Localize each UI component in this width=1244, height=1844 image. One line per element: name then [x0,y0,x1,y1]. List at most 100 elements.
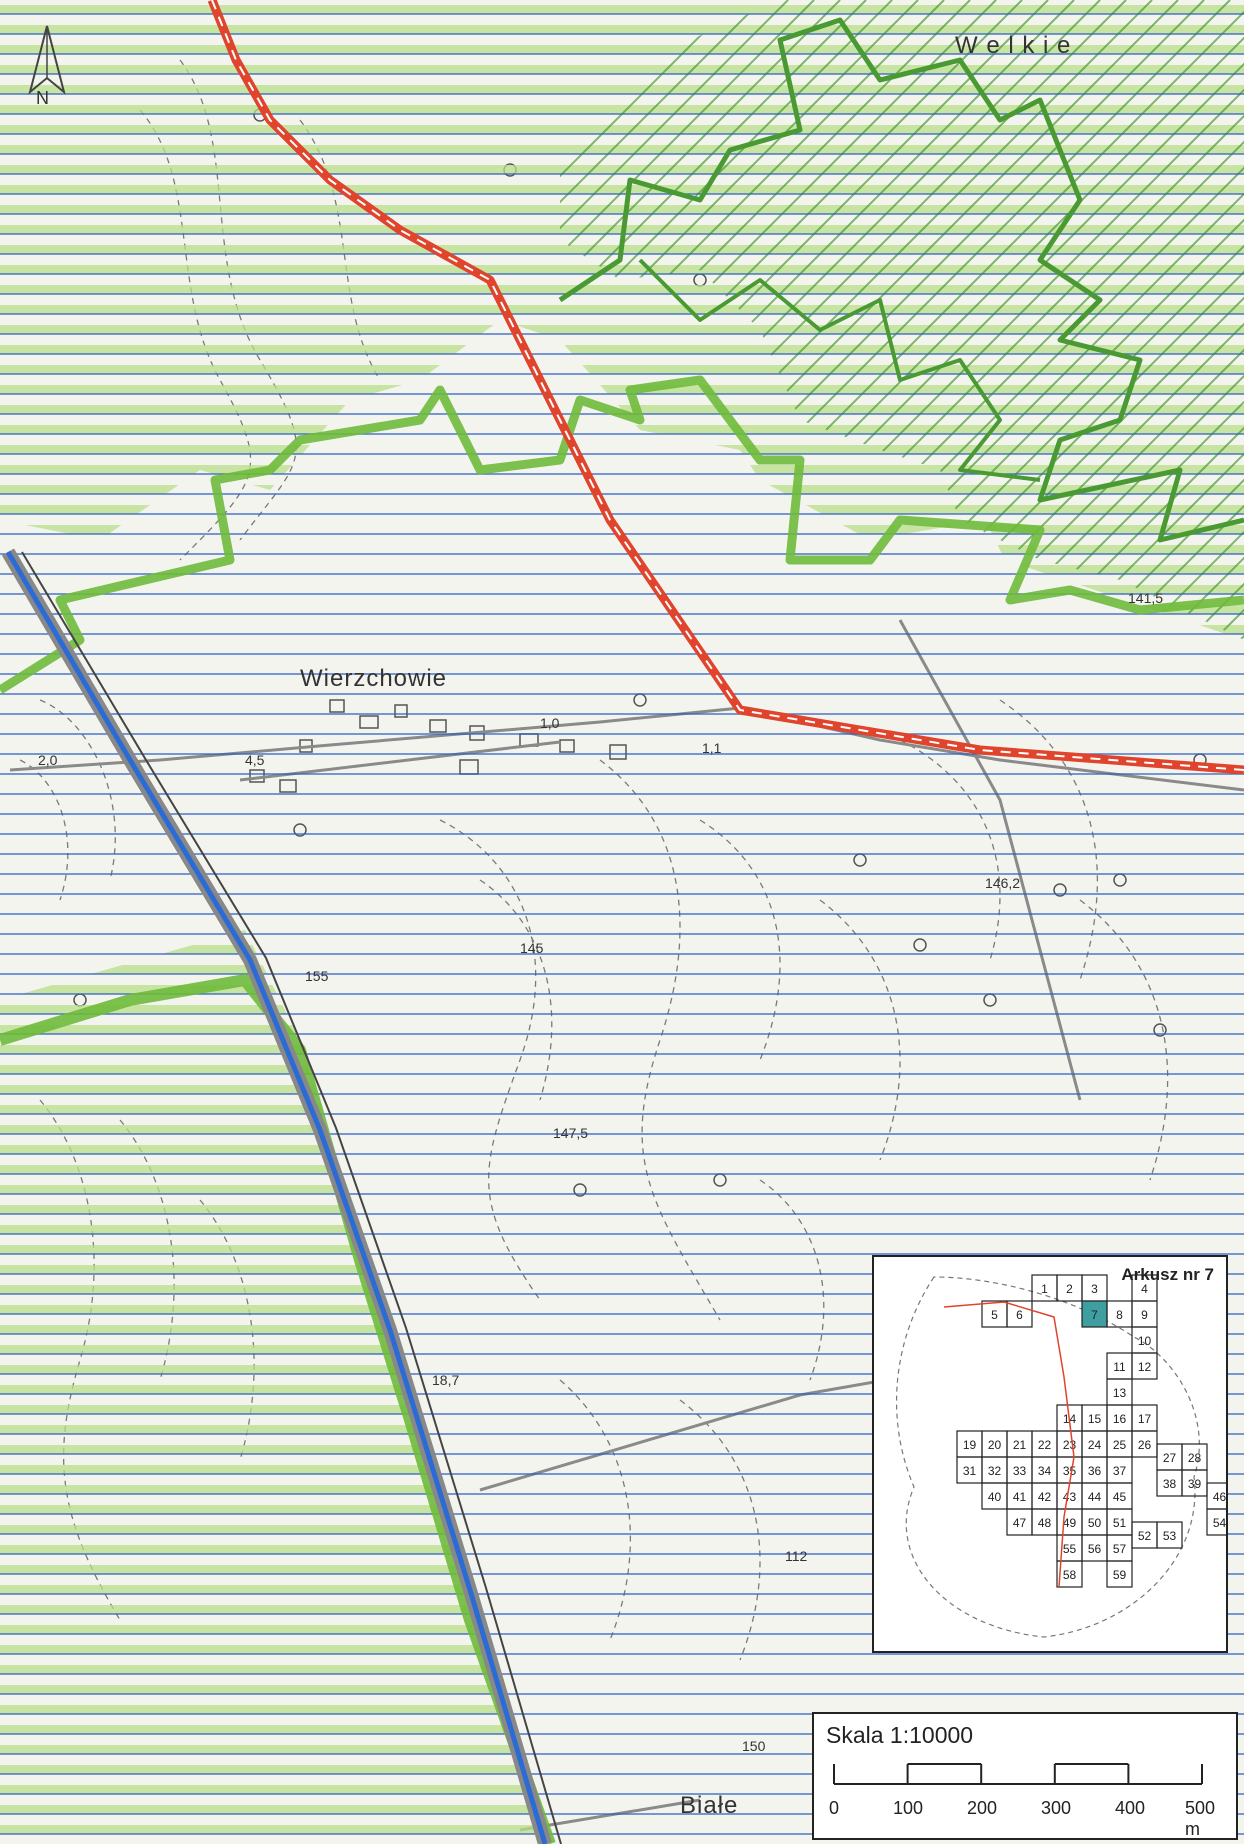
green-hatch-band [0,945,555,954]
sheet-number: 7 [1091,1308,1098,1322]
green-hatch-band [0,665,1244,674]
green-hatch-band [0,930,555,934]
forest-hatch-line [560,0,841,640]
sheet-number: 5 [991,1308,998,1322]
sheet-number: 10 [1138,1334,1152,1348]
sheet-cell[interactable] [1081,1300,1108,1328]
green-hatch-band [0,1745,555,1754]
forest-hatch-line [1049,0,1244,640]
height-label: 150 [742,1738,766,1754]
green-hatch-band [0,885,1244,894]
height-label: 146,2 [985,875,1021,891]
height-label: 1,0 [540,715,560,731]
green-hatch-band [0,905,1244,914]
green-hatch-band [0,1165,555,1174]
height-label: 155 [305,968,329,984]
sheet-number: 1 [1041,1282,1048,1296]
green-hatch-band [0,1225,555,1234]
place-label-wielkie: W e l k i e [955,32,1072,59]
sheet-cell[interactable] [1206,1508,1226,1536]
scale-tick-label: 0 [828,1798,840,1818]
green-hatch-band [0,705,1244,714]
scale-title: Skala 1:10000 [826,1722,974,1748]
scale-tick-label: 500 m [1185,1798,1216,1839]
sheet-number: 4 [1141,1282,1148,1296]
height-label: 145 [520,940,544,956]
green-hatch-band [0,725,1244,734]
green-hatch-band [0,85,1244,94]
sheet-number: 44 [1088,1490,1102,1504]
sheet-index-inset: 1234567891011121314151617181920212223242… [872,1255,1228,1653]
sheet-cell[interactable] [1131,1352,1158,1380]
sheet-number: 35 [1063,1464,1077,1478]
green-hatch-band [0,1565,555,1574]
sheet-number: 43 [1063,1490,1077,1504]
green-hatch-band [0,465,1244,474]
green-hatch-band [0,285,1244,294]
green-hatch-band [0,1445,555,1454]
sheet-number: 25 [1113,1438,1127,1452]
green-hatch-band [0,705,1244,714]
sheet-number: 12 [1138,1360,1152,1374]
green-hatch-band [0,325,1244,334]
green-hatch-band [0,1125,555,1134]
sheet-number: 9 [1141,1308,1148,1322]
green-hatch-band [0,1465,555,1474]
sheet-cell[interactable] [1056,1560,1083,1588]
green-hatch-band [0,905,1244,914]
green-hatch-band [0,925,1244,934]
forest-hatch-line [560,0,867,640]
forest-hatch-line [1075,0,1244,640]
sheet-number: 21 [1013,1438,1027,1452]
green-hatch-band [0,1545,555,1554]
green-hatch-band [0,1105,555,1114]
forest-hatch-line [1101,0,1244,640]
protected-area-border-top [0,375,1244,694]
green-hatch-band [0,145,1244,154]
height-label: 2,0 [38,752,58,768]
green-hatch-band [0,1605,555,1614]
green-hatch-band [0,785,1244,794]
sheet-number: 6 [1016,1308,1023,1322]
sheet-number: 47 [1013,1516,1027,1530]
sheet-number: 42 [1038,1490,1052,1504]
green-hatch-band [0,685,1244,694]
sheet-cell[interactable] [1106,1560,1133,1588]
green-hatch-band [0,305,1244,314]
sheet-number: 53 [1163,1529,1177,1543]
green-hatch-band [0,205,1244,214]
sheet-number: 48 [1038,1516,1052,1530]
green-hatch-band [0,1285,555,1294]
green-hatch-band [0,645,1244,654]
green-hatch-band [0,1505,555,1514]
green-hatch-band [0,1625,555,1634]
place-label-wierzchowie: Wierzchowie [300,665,448,692]
sheet-number: 31 [963,1464,977,1478]
green-hatch-band [0,1525,555,1534]
sheet-number: 57 [1113,1542,1127,1556]
sheet-number: 50 [1088,1516,1102,1530]
green-hatch-band [0,645,1244,654]
sheet-number: 55 [1063,1542,1077,1556]
sheet-cell[interactable] [1156,1521,1183,1549]
sheet-number: 28 [1188,1451,1202,1465]
green-hatch-band [0,1765,555,1774]
sheet-cell[interactable] [1006,1300,1033,1328]
scale-bar-graphic [833,1763,1203,1785]
green-hatch-band [0,885,1244,894]
sheet-number: 17 [1138,1412,1152,1426]
green-hatch-band [0,785,1244,794]
sheet-number: 16 [1113,1412,1127,1426]
green-hatch-band [0,1365,555,1374]
green-hatch-band [0,1685,555,1694]
district-outline [895,1276,1200,1638]
sheet-number: 54 [1213,1516,1226,1530]
sheet-number: 8 [1116,1308,1123,1322]
green-hatch-band [0,685,1244,694]
sheet-number: 40 [988,1490,1002,1504]
sheet-number: 59 [1113,1568,1127,1582]
green-hatch-band [0,625,1244,634]
green-hatch-band [0,805,1244,814]
